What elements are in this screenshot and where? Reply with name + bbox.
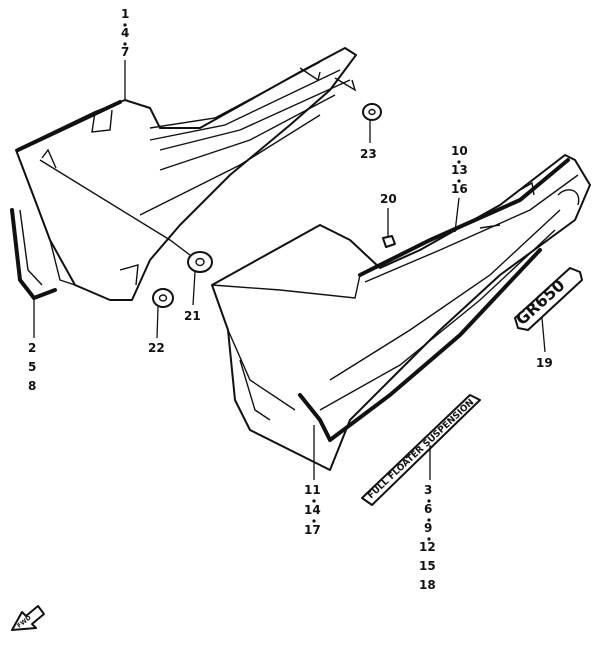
callout-2-5-8: 2 5 8 [28, 300, 36, 393]
callout-label: 17 [304, 523, 321, 537]
decal-text: FULL FLOATER SUSPENSION [366, 398, 476, 502]
callout-label: 23 [360, 147, 377, 161]
callout-label: 19 [536, 356, 553, 370]
callout-label: 1 [121, 7, 129, 21]
callout-label: 8 [28, 379, 36, 393]
callout-label: 14 [304, 503, 321, 517]
left-frame-cover [15, 47, 357, 301]
callout-label: 6 [424, 502, 432, 516]
callout-label: 5 [28, 360, 36, 374]
callout-label: 16 [451, 182, 468, 196]
callout-19: 19 [536, 317, 553, 370]
decal-3: FULL FLOATER SUSPENSION [361, 394, 481, 506]
clip-20 [382, 235, 396, 248]
right-frame-cover [211, 154, 591, 471]
callout-label: 2 [28, 341, 36, 355]
callout-label: 20 [380, 192, 397, 206]
callout-label: 11 [304, 483, 321, 497]
callout-20: 20 [380, 192, 397, 236]
callout-23: 23 [360, 120, 377, 161]
callout-1-4-7: 1 4 7 [121, 7, 129, 100]
callout-21: 21 [184, 271, 201, 323]
model-badge-19: GR650 [512, 267, 583, 331]
callout-label: 10 [451, 144, 468, 158]
callout-label: 9 [424, 521, 432, 535]
fwd-arrow: FWD [11, 605, 45, 631]
callout-11-14-17: 11 14 17 [304, 425, 321, 537]
trim-strip [10, 208, 57, 301]
callout-10-13-16: 10 13 16 [451, 144, 468, 233]
callout-3-6-9-12-15-18: 3 6 9 12 15 18 [419, 445, 436, 592]
callout-label: 22 [148, 341, 165, 355]
grommet-22 [152, 288, 174, 308]
callout-label: 7 [121, 45, 129, 59]
grommet-23 [362, 103, 382, 121]
callout-label: 21 [184, 309, 201, 323]
callout-label: 15 [419, 559, 436, 573]
callout-label: 3 [424, 483, 432, 497]
callout-label: 13 [451, 163, 468, 177]
grommet-21 [187, 251, 213, 273]
callout-22: 22 [148, 306, 165, 355]
model-badge-text: GR650 [512, 275, 568, 329]
callout-label: 12 [419, 540, 436, 554]
callout-label: 18 [419, 578, 436, 592]
callout-label: 4 [121, 26, 129, 40]
